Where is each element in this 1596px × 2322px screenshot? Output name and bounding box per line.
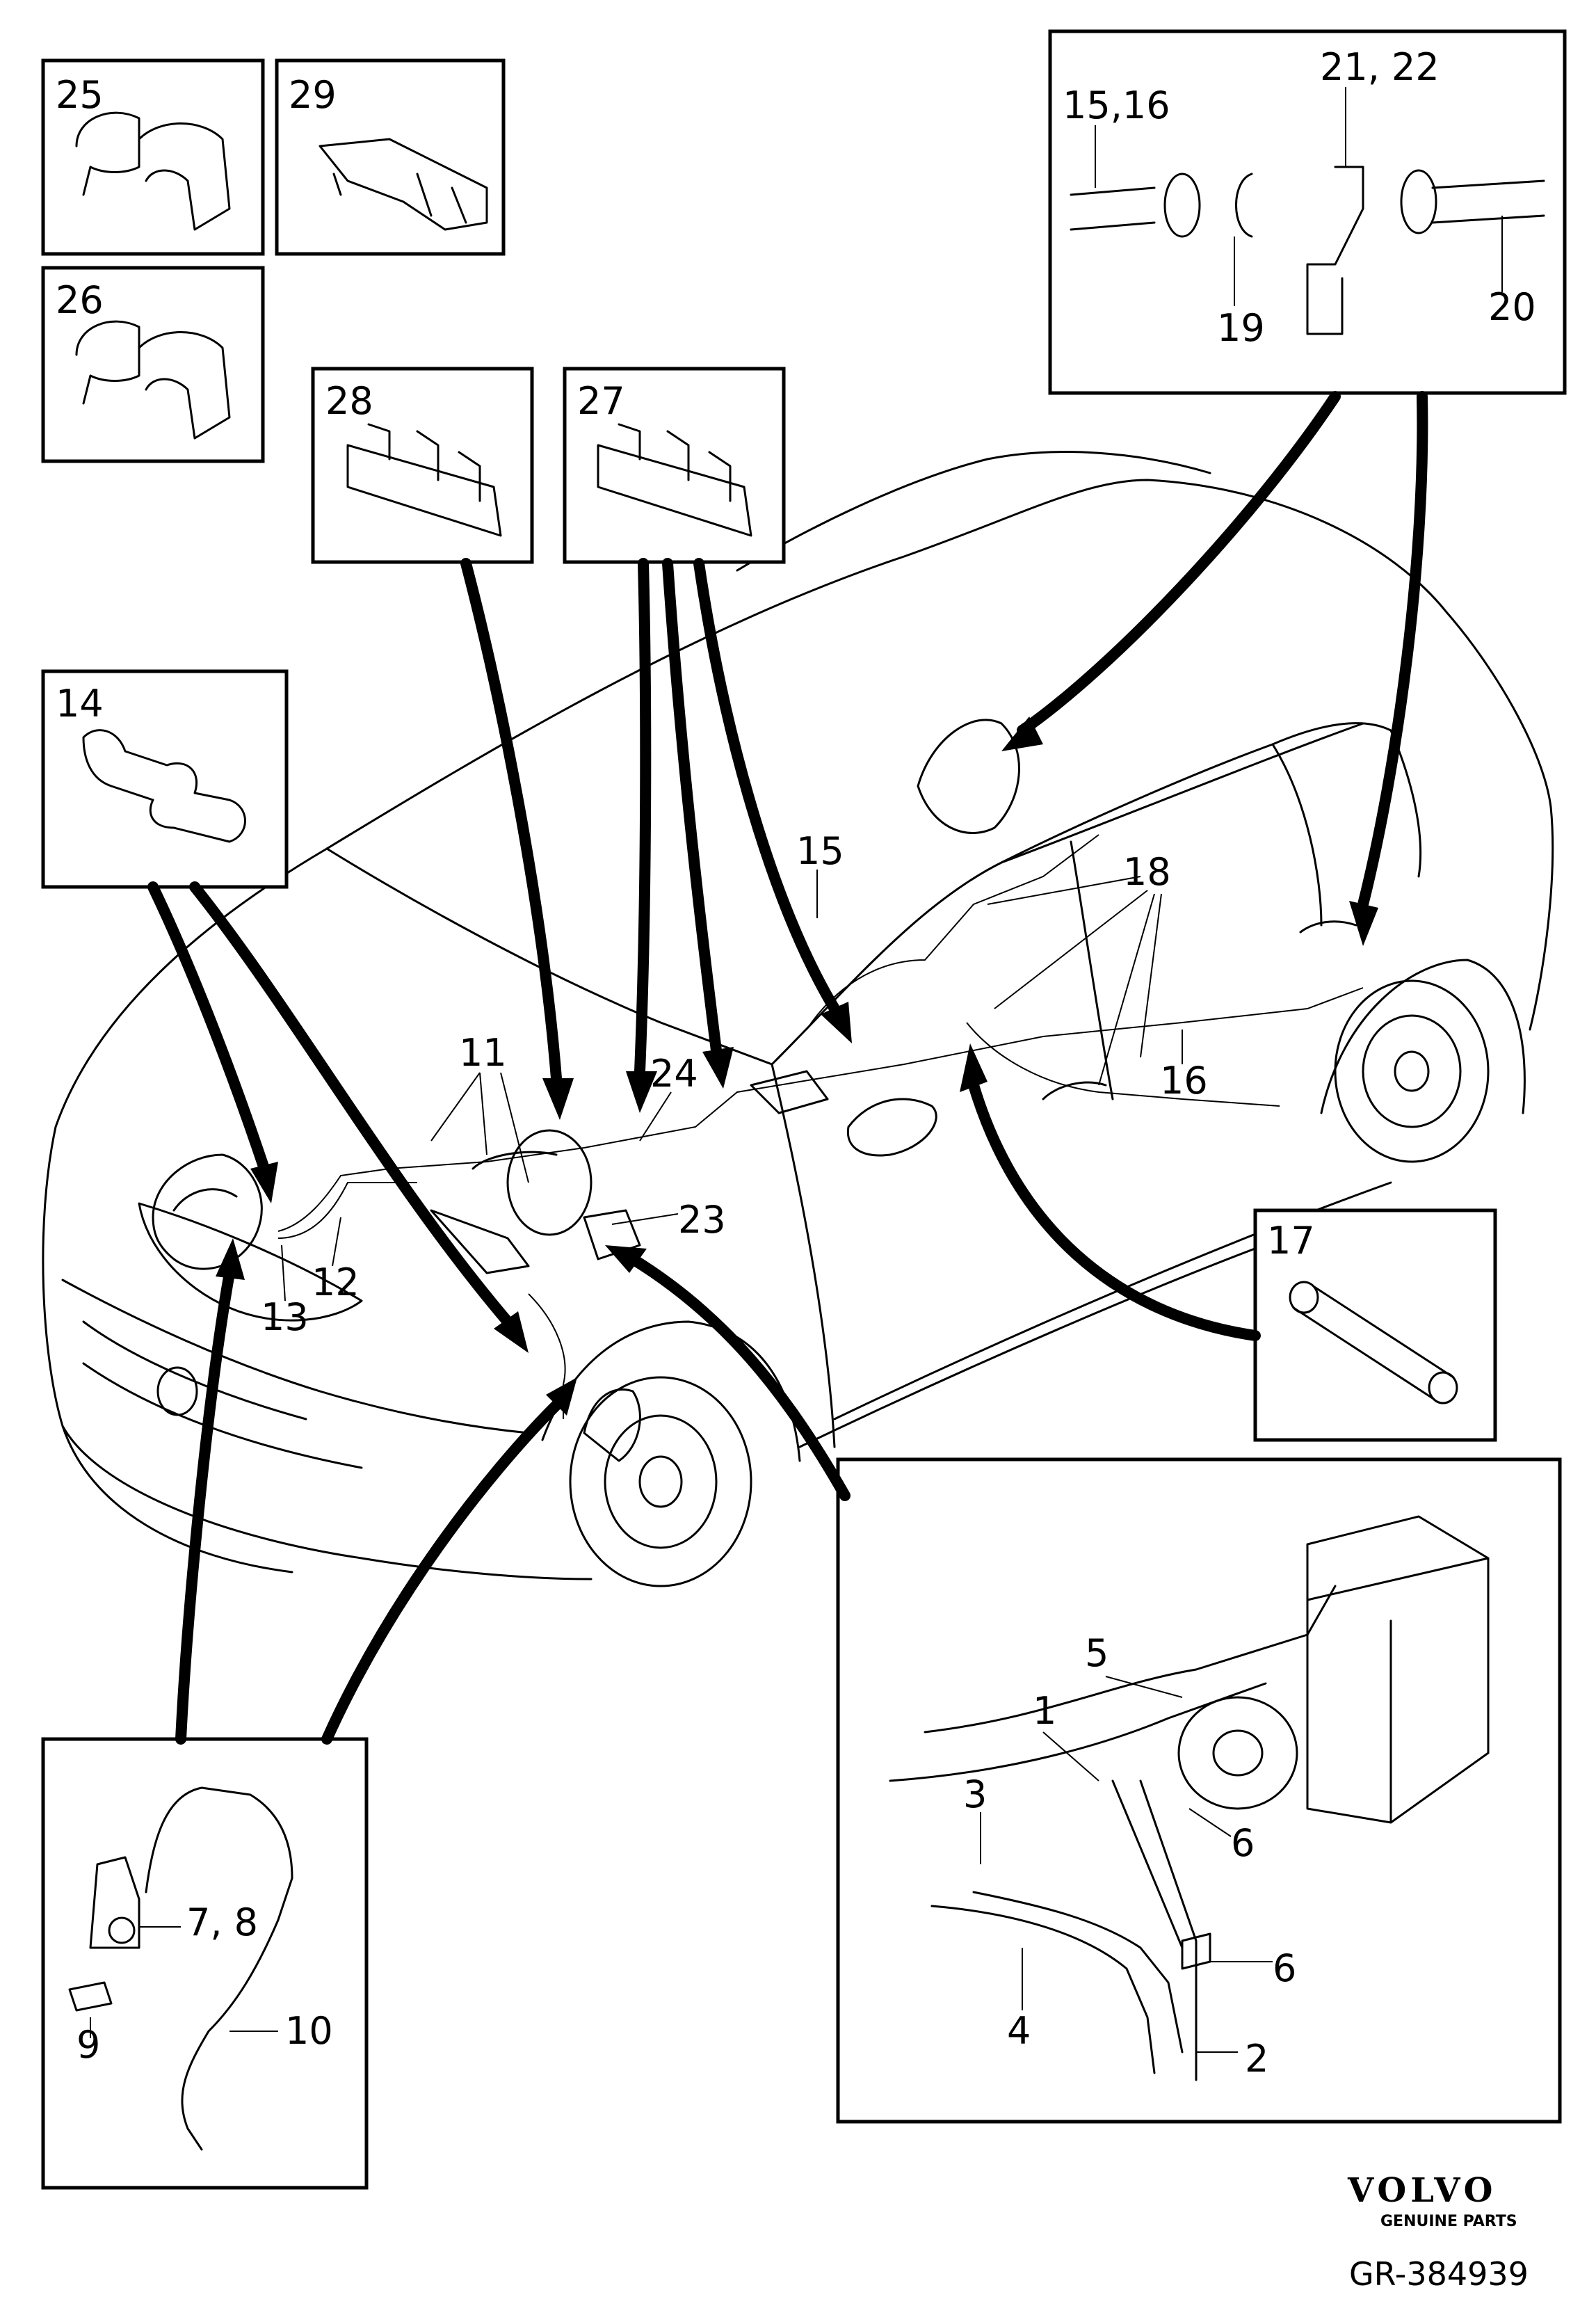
callout-21-22: 21, 22 [1320,45,1440,89]
callout-9: 9 [76,2023,100,2067]
callout-7-8: 7, 8 [186,1900,258,1944]
brand-logo: VOLVO [1347,2171,1497,2210]
brake-lines-on-car [152,719,1364,1462]
callout-15: 15 [796,829,844,873]
callout-6b: 6 [1273,1946,1296,1990]
bracket-icon [89,1856,140,1949]
callout-13: 13 [261,1295,309,1339]
callout-19: 19 [1217,306,1265,350]
part-box-sensor: 7, 8 9 10 [41,1737,369,2190]
cable-clip-icon [75,111,231,231]
part-box-abs: 1 2 3 4 5 6 6 [836,1457,1562,2124]
callout-24: 24 [650,1052,698,1096]
bracket-icon [1306,166,1364,335]
hose-icon [1070,186,1156,231]
abs-pump-icon [1177,1696,1298,1810]
callout-18: 18 [1123,850,1171,894]
brand-tagline: GENUINE PARTS [1380,2213,1517,2230]
pipe-holder-icon [346,423,502,537]
callout-2: 2 [1245,2037,1268,2081]
sensor-cable-icon [145,1786,293,2151]
clip-connector-icon [319,138,488,231]
abs-unit-icon [1306,1515,1490,1824]
diagram-reference: GR-384939 [1349,2255,1529,2293]
part-box-17: 17 [1253,1208,1497,1442]
callout-3: 3 [963,1772,987,1816]
bolt-icon [82,729,246,843]
sleeve-icon [1292,1286,1455,1400]
part-box-26: 26 [41,266,265,463]
callout-23: 23 [678,1198,726,1242]
brake-pipes-icon [889,1585,1337,2081]
callout-25: 25 [56,73,104,117]
part-box-hose-connection: 15,16 21, 22 19 20 [1048,29,1567,395]
callout-26: 26 [56,278,104,322]
cable-clip-icon [75,320,231,440]
callout-15-16: 15,16 [1063,83,1170,127]
callout-16: 16 [1160,1059,1208,1103]
brand-block: VOLVO GENUINE PARTS GR-384939 [1347,2171,1529,2293]
part-box-27: 27 [563,367,786,564]
callout-4: 4 [1007,2009,1031,2053]
hose-icon [1431,179,1545,224]
callout-10: 10 [285,2009,333,2053]
callout-20: 20 [1488,285,1536,329]
part-box-29: 29 [275,58,506,256]
part-box-28: 28 [311,367,534,564]
part-box-25: 25 [41,58,265,256]
callout-28: 28 [325,379,373,423]
pointer-arrows [147,391,1428,1745]
pipe-holder-icon [597,423,752,537]
callout-6a: 6 [1231,1821,1255,1865]
part-box-14: 14 [41,669,289,889]
callout-12: 12 [312,1260,360,1304]
callout-27: 27 [577,379,625,423]
clip-ring-icon [1235,173,1253,238]
callout-14: 14 [56,682,104,726]
callout-5: 5 [1085,1631,1109,1675]
car-callouts: 11 12 13 15 16 18 23 24 [261,829,1208,1339]
nut-icon [68,1981,113,2012]
callout-17: 17 [1267,1219,1315,1263]
callout-11: 11 [459,1031,507,1075]
callout-29: 29 [289,73,337,117]
grille-badge-icon [156,1366,198,1416]
